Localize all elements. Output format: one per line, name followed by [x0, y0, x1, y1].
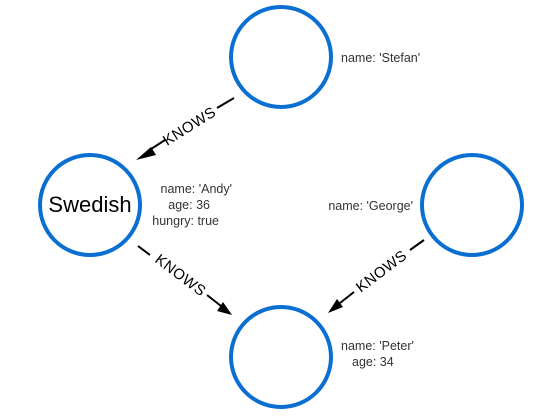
node-property: age: 36: [168, 198, 210, 212]
node-property: name: 'George': [328, 199, 413, 213]
node-property: name: 'Stefan': [341, 51, 420, 65]
relationship-label: KNOWS: [353, 247, 410, 296]
node-george[interactable]: name: 'George': [328, 153, 524, 257]
node-circle[interactable]: [420, 153, 524, 257]
relationship-george-knows-peter: KNOWS: [328, 239, 425, 313]
node-caption: Swedish: [48, 192, 131, 217]
node-stefan[interactable]: name: 'Stefan': [229, 5, 420, 109]
node-circle[interactable]: [38, 153, 142, 257]
node-andy[interactable]: Swedish name: 'Andy' age: 36 hungry: tru…: [38, 153, 232, 257]
relationship-andy-knows-peter: KNOWS: [137, 245, 232, 315]
node-property: hungry: true: [152, 214, 219, 228]
node-property: name: 'Andy': [161, 182, 232, 196]
relationship-label: KNOWS: [160, 104, 219, 150]
relationship-stefan-knows-andy: KNOWS: [136, 97, 235, 160]
node-circle[interactable]: [229, 305, 333, 409]
relationship-label: KNOWS: [152, 251, 209, 300]
node-circle[interactable]: [229, 5, 333, 109]
node-peter[interactable]: name: 'Peter' age: 34: [229, 305, 414, 409]
node-property: age: 34: [352, 355, 394, 369]
node-property: name: 'Peter': [341, 339, 414, 353]
